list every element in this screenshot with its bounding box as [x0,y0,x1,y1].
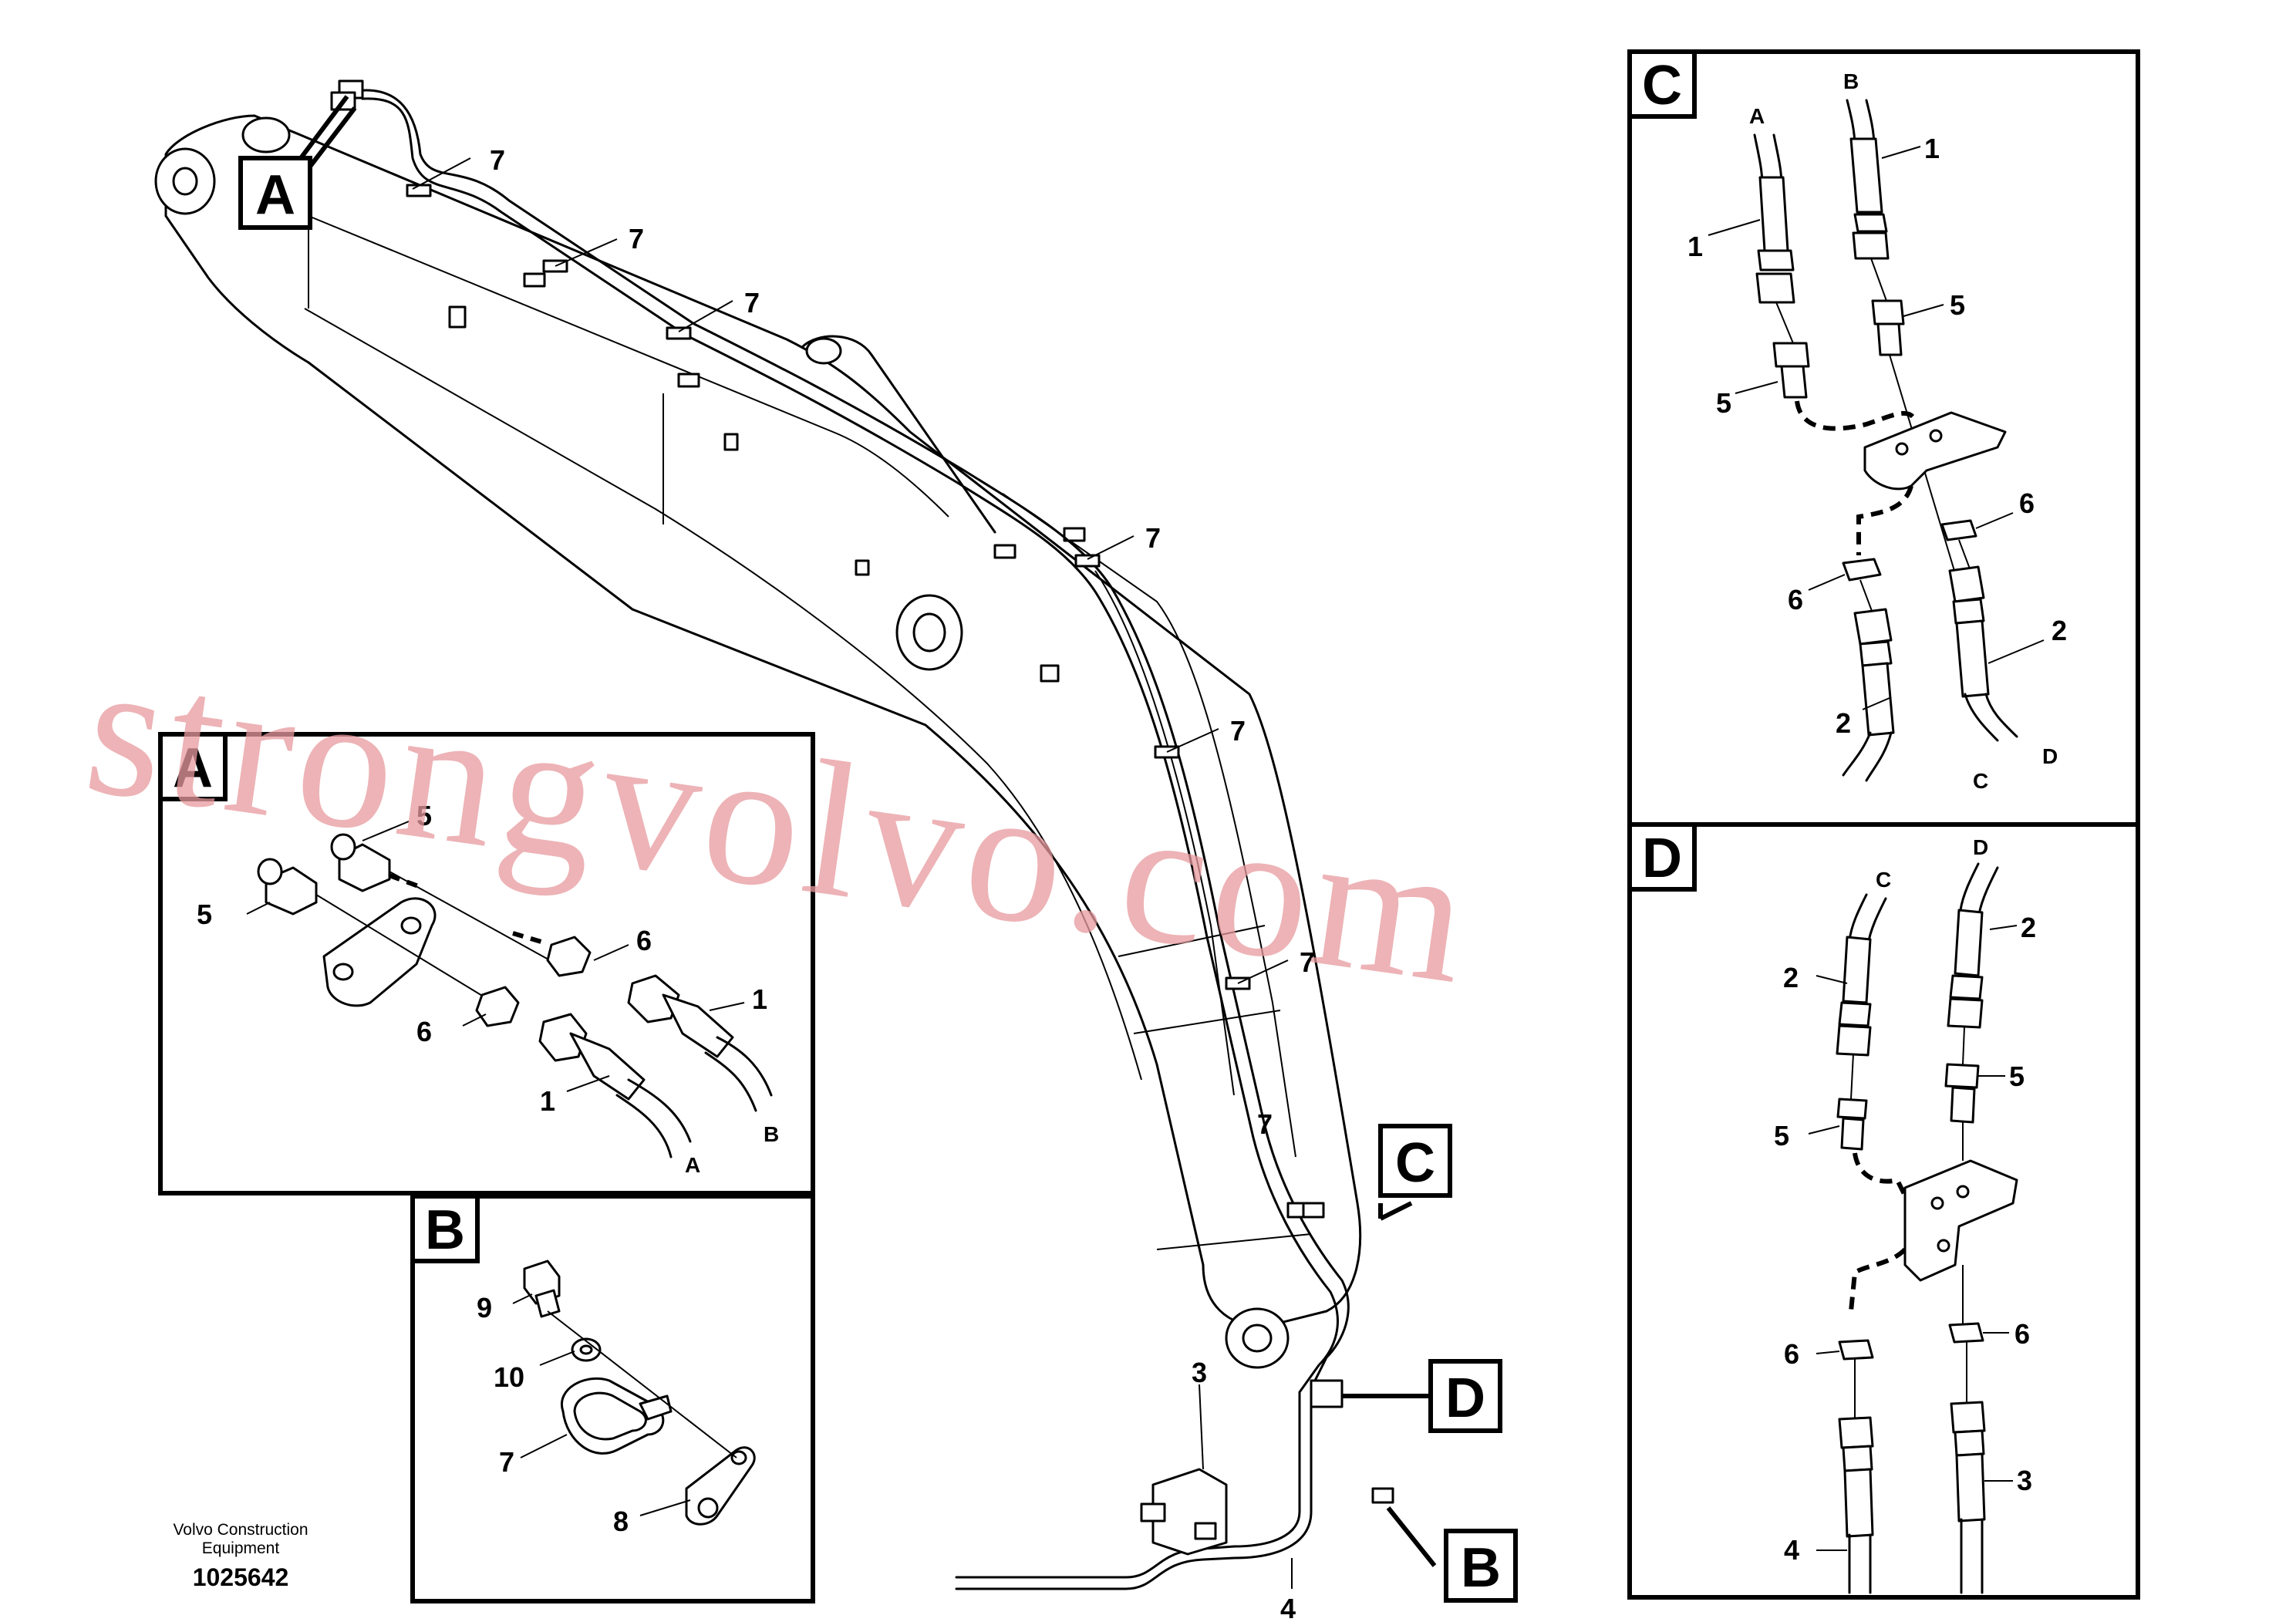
boom-assembly [154,114,1362,1369]
tag-c-main-label: C [1395,1132,1435,1194]
callout-7-clamp: 7 [1230,715,1246,747]
panel-a-tag: A [173,737,213,799]
caption-company-line1: Volvo Construction [173,1521,308,1539]
panel-c-callout-5: 5 [1716,387,1731,419]
tag-d-main: D [1428,1359,1502,1433]
panel-d-callout-3: 3 [2017,1465,2032,1496]
callout-7-clamp: 7 [629,223,644,255]
callout-7-clamp: 7 [1257,1108,1273,1140]
detail-panel-d: D [1627,822,2140,1600]
tag-b-main-label: B [1461,1537,1501,1599]
panel-c-callout-6: 6 [2019,487,2035,519]
tag-a-main-label: A [255,164,295,226]
panel-a-end-b: B [764,1122,779,1146]
panel-d-end-c: C [1876,868,1891,892]
callout-7-clamp: 7 [1145,522,1161,554]
panel-c-callout-6: 6 [1788,584,1803,615]
tag-d-main-label: D [1445,1367,1485,1429]
detail-panel-b: B 9 10 7 8 [410,1194,815,1603]
detail-panel-a: A 5 5 6 6 [158,732,815,1195]
tag-c-main: C [1378,1124,1452,1198]
main-callouts: 7 7 7 7 7 7 7 3 4 [490,144,1315,1622]
panel-d-callout-6: 6 [1784,1338,1799,1370]
watermark: strongvolvo.com [75,619,1485,1025]
panel-c-callout-2: 2 [2052,615,2067,646]
panel-c-end-d: D [2042,744,2058,768]
panel-c-end-a: A [1749,104,1765,128]
panel-c-tag: C [1642,55,1682,116]
panel-d-callout-5: 5 [2009,1061,2025,1092]
panel-b-callout-7: 7 [499,1446,514,1478]
panel-c-callout-1: 1 [1924,133,1940,164]
caption-company-line2: Equipment [202,1539,280,1557]
panel-c-callout-1: 1 [1687,231,1703,262]
panel-c-callout-5: 5 [1950,289,1965,321]
panel-d-callout-4: 4 [1784,1534,1799,1566]
detail-panel-c: C [1627,49,2140,827]
caption: Volvo Construction Equipment 1025642 [173,1521,308,1591]
panel-a-callout-1: 1 [540,1085,555,1117]
panel-b-callout-8: 8 [613,1506,629,1537]
panel-a-callout-5: 5 [416,800,432,831]
callout-4-hose: 4 [1280,1593,1296,1622]
panel-d-callout-6: 6 [2014,1318,2030,1350]
panel-a-end-a: A [685,1153,700,1177]
tag-a-main: A [238,156,312,230]
main-leaders [298,95,1437,1589]
panel-c-end-b: B [1843,69,1859,93]
caption-doc-number: 1025642 [193,1563,289,1591]
panel-b-callout-9: 9 [477,1292,492,1324]
panel-a-callout-1: 1 [752,983,767,1015]
panel-a-callout-6: 6 [636,925,652,956]
callout-7-clamp: 7 [744,287,760,319]
watermark-text: strongvolvo.com [75,619,1485,1025]
callout-7-clamp: 7 [1300,946,1315,978]
panel-b-callout-10: 10 [494,1361,524,1393]
callout-7-clamp: 7 [490,144,505,176]
panel-b-tag: B [425,1199,465,1261]
tag-b-main: B [1444,1529,1518,1603]
panel-c-callout-2: 2 [1836,707,1851,739]
panel-d-callout-2: 2 [1783,962,1799,993]
panel-d-tag: D [1642,828,1682,889]
panel-a-callout-6: 6 [416,1016,432,1047]
panel-a-callout-5: 5 [197,899,212,930]
panel-d-callout-5: 5 [1774,1120,1789,1152]
panel-d-callout-2: 2 [2021,912,2036,943]
panel-d-end-d: D [1973,835,1988,859]
panel-c-end-c: C [1973,769,1988,793]
callout-3-hose: 3 [1192,1357,1207,1388]
